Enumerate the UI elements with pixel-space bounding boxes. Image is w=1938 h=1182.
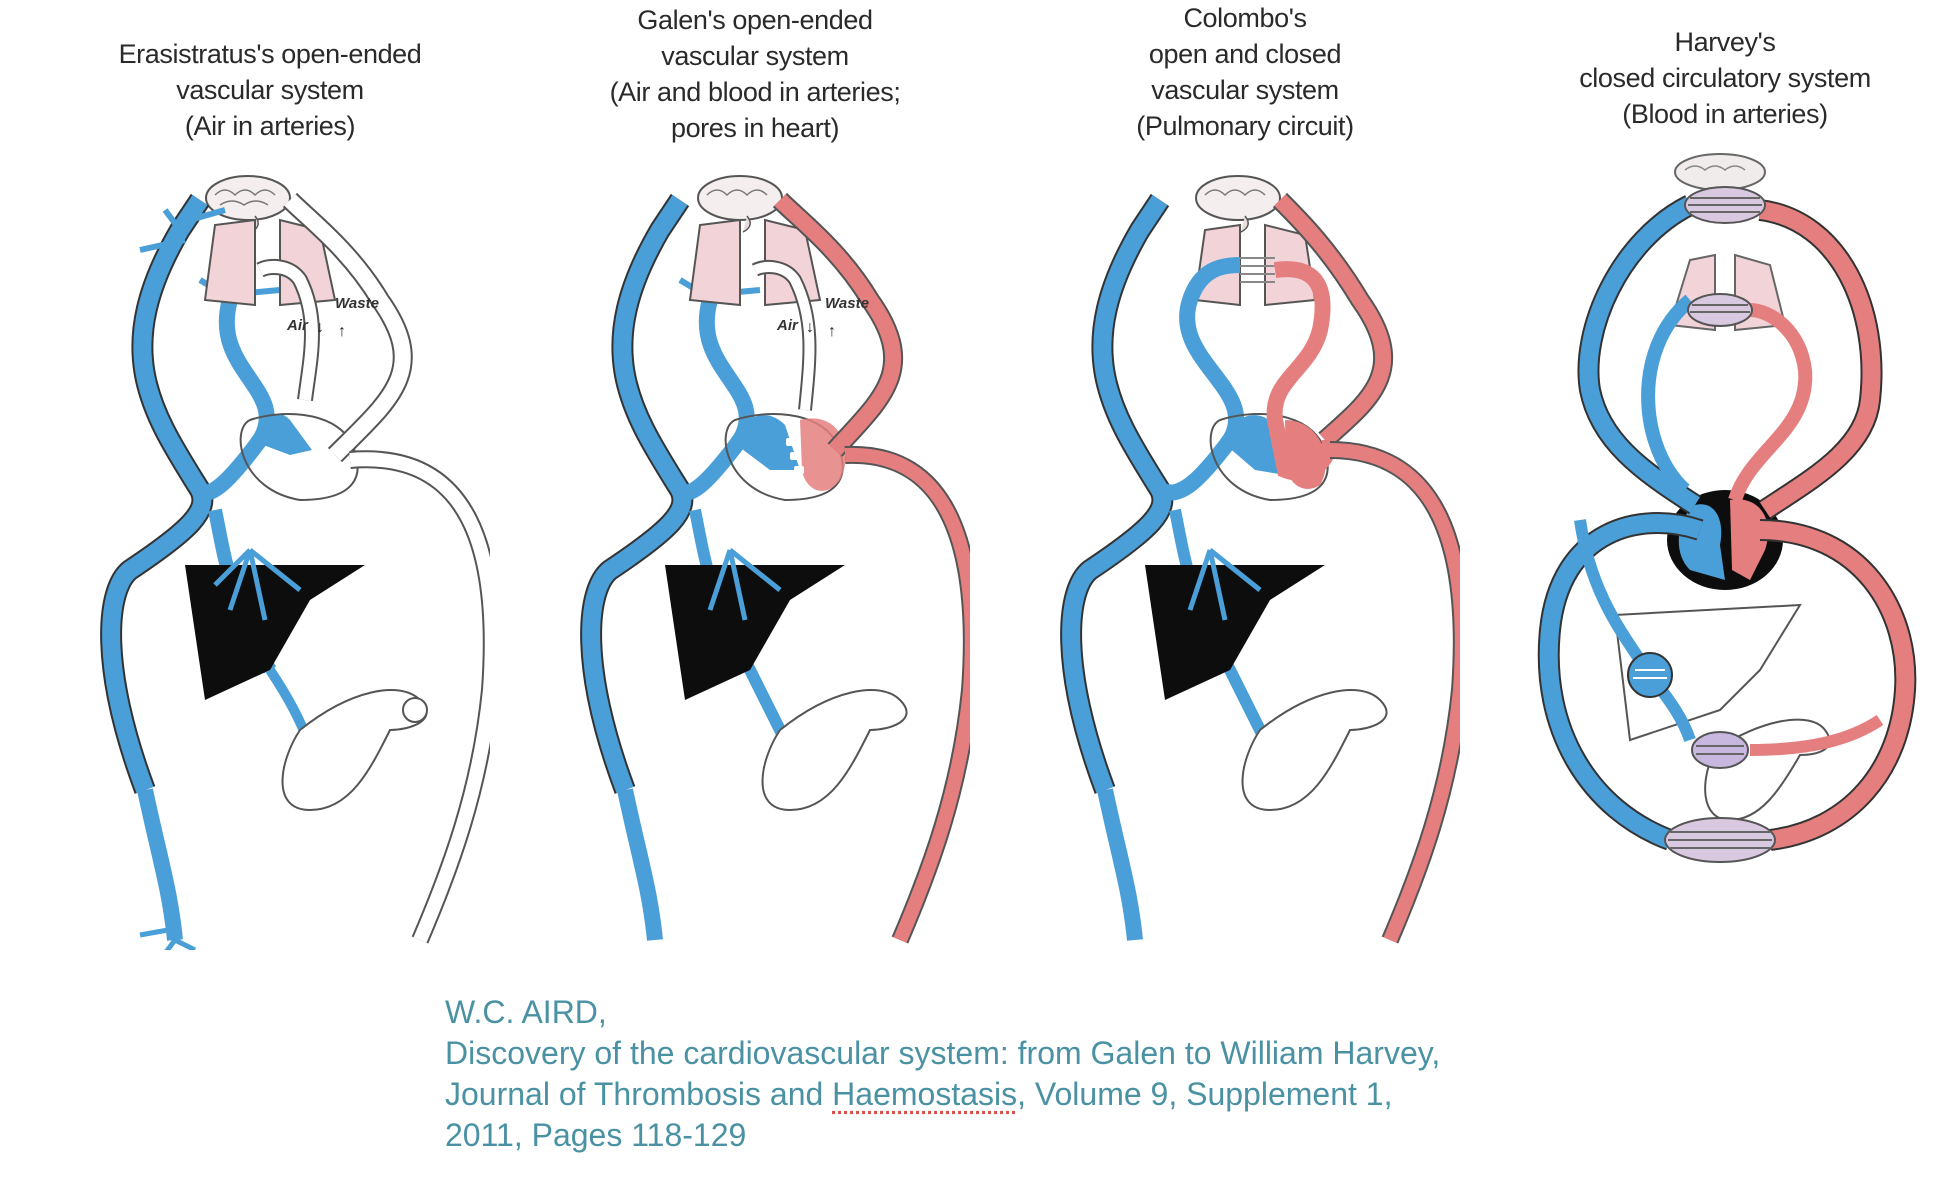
intestine-icon	[1241, 689, 1388, 812]
arrow-down-icon: ↓	[806, 319, 814, 336]
heart-outline	[724, 413, 844, 502]
title-line: pores in heart)	[670, 113, 840, 143]
liver-icon	[1145, 565, 1325, 700]
waste-label: Waste	[825, 295, 869, 312]
vein-system	[100, 193, 317, 950]
panel-galen: Galen's open-ended vascular system (Air …	[540, 0, 970, 960]
brain-icon	[1674, 153, 1766, 191]
air-label: Air	[286, 317, 309, 334]
citation-year-pages: 2011, Pages 118-129	[445, 1117, 747, 1153]
septal-pores	[786, 438, 804, 474]
intestine-loop	[402, 697, 428, 723]
title-line: open and closed	[1148, 39, 1342, 69]
arrow-up-icon: ↑	[828, 323, 836, 340]
brain-icon	[697, 175, 783, 233]
colombo-diagram	[1060, 175, 1460, 944]
liver-outline	[1613, 603, 1802, 742]
erasistratus-diagram: Air Waste ↓ ↑	[100, 175, 490, 950]
waste-label: Waste	[335, 295, 379, 312]
heart-left-ventricle	[800, 418, 846, 491]
panel-title: Colombo's open and closed vascular syste…	[1030, 0, 1460, 144]
panel-harvey: Harvey's closed circulatory system (Bloo…	[1520, 0, 1930, 960]
intestine-icon	[761, 689, 908, 812]
title-line: vascular system	[661, 41, 849, 71]
citation: W.C. AIRD, Discovery of the cardiovascul…	[445, 992, 1440, 1156]
intestine-icon	[281, 689, 428, 812]
journal-suffix: , Volume 9, Supplement 1,	[1017, 1076, 1393, 1112]
liver-veins	[707, 548, 782, 621]
title-line: closed circulatory system	[1579, 63, 1871, 93]
title-line: Erasistratus's open-ended	[118, 39, 422, 69]
artery-system	[1728, 199, 1917, 851]
harvey-diagram	[1537, 153, 1917, 863]
arrow-up-icon: ↑	[338, 323, 346, 340]
brain-icon	[1195, 175, 1281, 233]
circulation-figure: Erasistratus's open-ended vascular syste…	[50, 0, 1930, 960]
heart-left-side	[1730, 499, 1769, 580]
panel-erasistratus: Erasistratus's open-ended vascular syste…	[50, 0, 490, 960]
title-line: (Blood in arteries)	[1622, 99, 1828, 129]
title-line: Galen's open-ended	[637, 5, 873, 35]
artery-system-air	[256, 192, 490, 944]
capillary-beds	[1627, 186, 1776, 863]
liver-veins	[1187, 548, 1262, 621]
lungs-icon	[688, 218, 822, 307]
journal-prefix: Journal of Thrombosis and	[445, 1076, 833, 1112]
panel-title: Harvey's closed circulatory system (Bloo…	[1520, 24, 1930, 132]
vein-system	[1060, 193, 1285, 941]
artery-system	[1266, 192, 1460, 944]
galen-diagram: Air Waste ↓ ↑	[580, 175, 970, 944]
title-line: vascular system	[176, 75, 364, 105]
spellcheck-flagged-word[interactable]: Haemostasis	[832, 1076, 1018, 1112]
liver-icon	[185, 565, 365, 700]
title-line: Harvey's	[1674, 27, 1776, 57]
vein-system	[1537, 195, 1704, 851]
panel-title: Galen's open-ended vascular system (Air …	[540, 2, 970, 146]
arrow-down-icon: ↓	[316, 319, 324, 336]
liver-icon	[665, 565, 845, 700]
title-line: Colombo's	[1183, 3, 1307, 33]
air-label: Air	[776, 317, 799, 334]
heart-outline	[239, 413, 359, 502]
citation-author: W.C. AIRD,	[445, 994, 607, 1030]
title-line: (Pulmonary circuit)	[1136, 111, 1354, 141]
panel-colombo: Colombo's open and closed vascular syste…	[1030, 0, 1460, 960]
title-line: vascular system	[1151, 75, 1339, 105]
pulmonary-capillaries	[1240, 257, 1275, 283]
artery-system	[751, 192, 970, 944]
title-line: (Air and blood in arteries;	[609, 77, 901, 107]
citation-journal: Journal of Thrombosis and Haemostasis, V…	[445, 1074, 1440, 1115]
panel-title: Erasistratus's open-ended vascular syste…	[50, 36, 490, 144]
title-line: (Air in arteries)	[184, 111, 356, 141]
citation-title: Discovery of the cardiovascular system: …	[445, 1035, 1441, 1071]
liver-veins	[213, 548, 302, 621]
